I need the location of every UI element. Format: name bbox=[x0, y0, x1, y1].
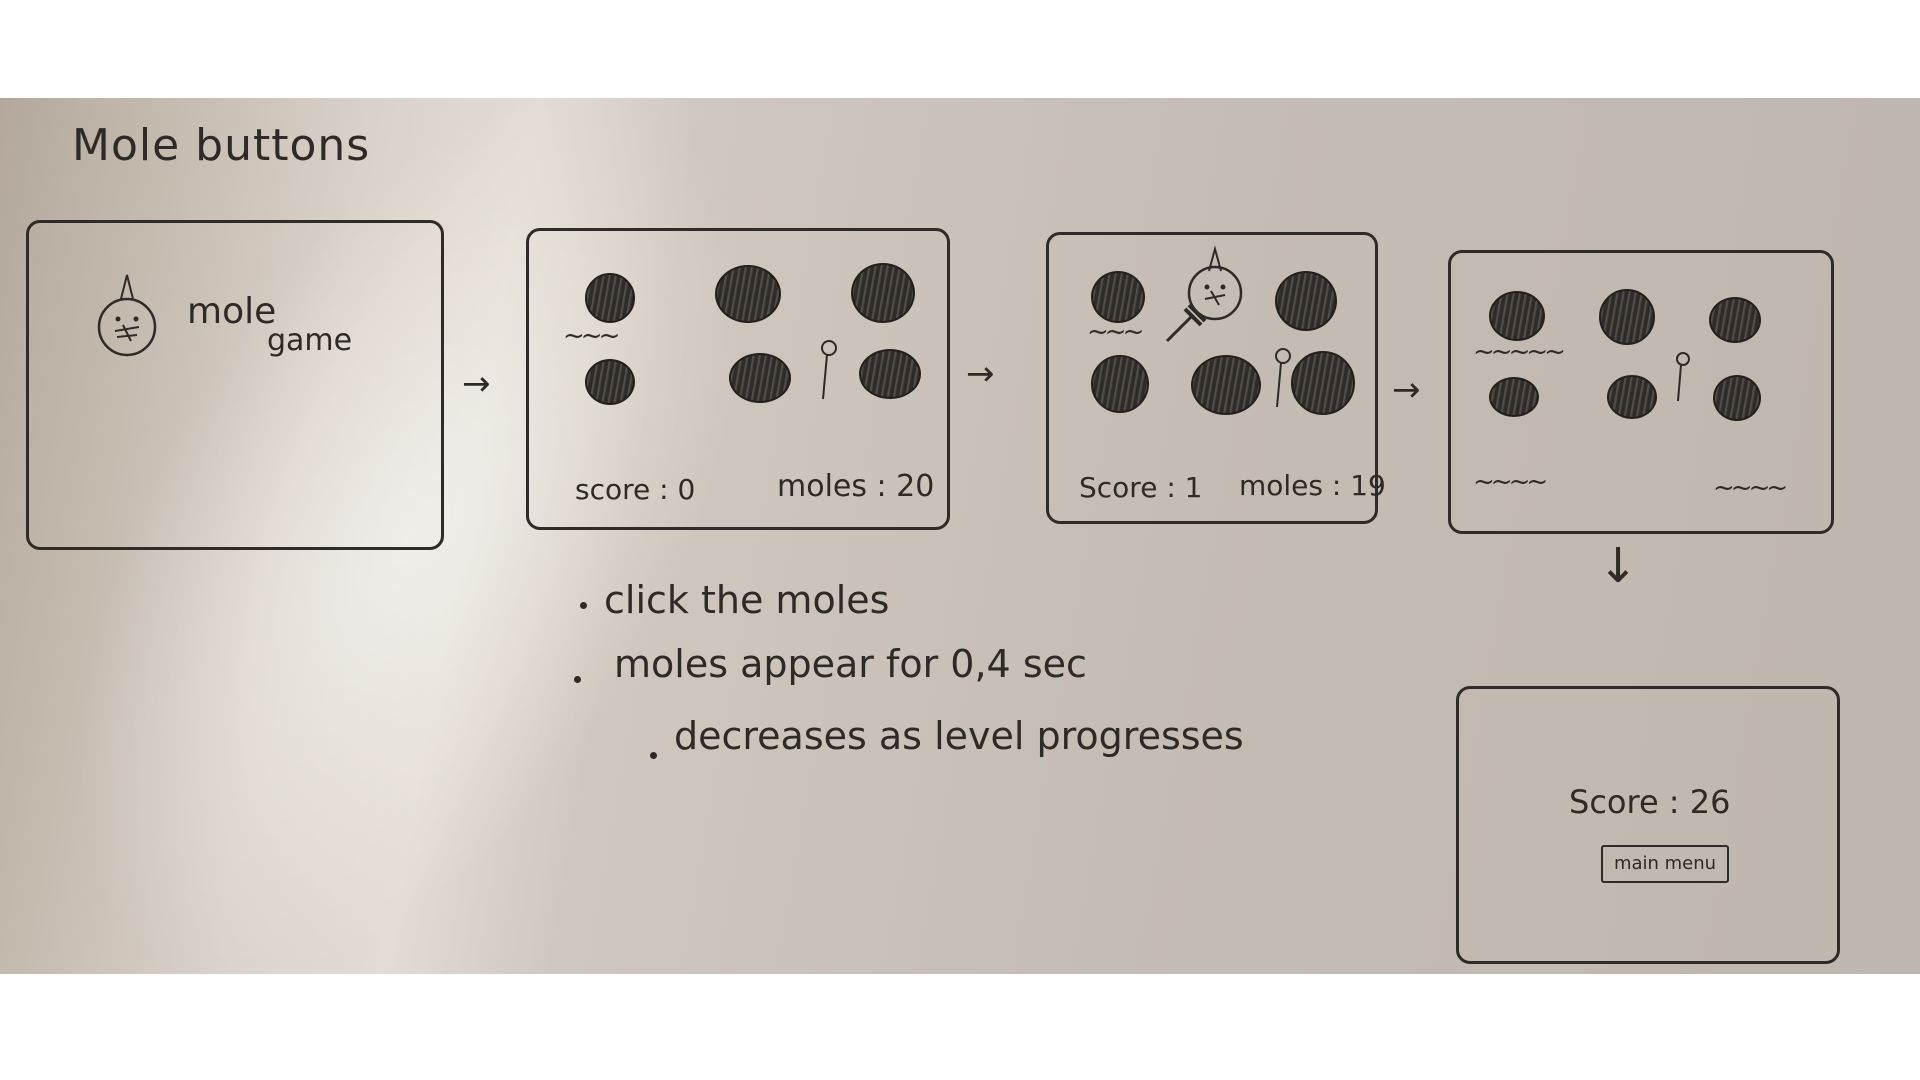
grass-squiggle: ~~~ bbox=[563, 321, 620, 351]
mole-hole bbox=[1489, 291, 1545, 341]
moles-remaining-label: moles : 19 bbox=[1239, 469, 1386, 502]
note-bullet bbox=[574, 676, 581, 683]
mole-hole bbox=[1091, 355, 1149, 413]
arrow-down: ↓ bbox=[1598, 538, 1639, 594]
note-click-moles: click the moles bbox=[604, 578, 890, 622]
grass-squiggle: ~~~~~ bbox=[1473, 337, 1566, 367]
title-word-mole: mole bbox=[187, 291, 277, 332]
grass-squiggle: ~~~~ bbox=[1713, 473, 1788, 503]
note-moles-appear: moles appear for 0,4 sec bbox=[614, 642, 1087, 686]
grass-squiggle: ~~~ bbox=[1087, 317, 1144, 347]
main-menu-button[interactable]: main menu bbox=[1601, 845, 1729, 883]
game-over-panel: Score : 26 main menu bbox=[1456, 686, 1840, 964]
mole-marker-icon bbox=[1275, 348, 1291, 408]
score-label: score : 0 bbox=[575, 473, 696, 506]
mole-hole bbox=[585, 273, 635, 323]
mole-marker-icon bbox=[821, 340, 837, 400]
moles-remaining-label: moles : 20 bbox=[777, 469, 935, 504]
mole-hole bbox=[1713, 375, 1761, 421]
arrow-right-3: → bbox=[1392, 370, 1421, 410]
mole-hole bbox=[1275, 271, 1337, 331]
mole-hole bbox=[1291, 351, 1355, 415]
hammer-cursor-icon bbox=[1165, 303, 1207, 343]
mole-hole bbox=[851, 263, 915, 323]
mole-hole bbox=[1191, 355, 1261, 415]
note-bullet bbox=[580, 602, 587, 609]
arrow-right-2: → bbox=[966, 354, 995, 394]
score-label: Score : 1 bbox=[1079, 471, 1203, 504]
grass-squiggle: ~~~~ bbox=[1473, 467, 1548, 497]
mole-hole bbox=[1709, 297, 1761, 343]
title-word-game: game bbox=[267, 323, 353, 358]
game-hit-panel: ~~~ Score : 1 moles : 19 bbox=[1046, 232, 1386, 524]
game-start-panel: ~~~ score : 0 moles : 20 bbox=[526, 228, 950, 530]
arrow-right-1: → bbox=[462, 364, 491, 404]
title-screen-panel: mole game bbox=[26, 220, 444, 550]
sketch-paper: Mole buttons mole game → ~~~ score : 0 m… bbox=[0, 98, 1920, 974]
mole-hole bbox=[729, 353, 791, 403]
mole-hole bbox=[1091, 271, 1145, 323]
mole-popped-icon bbox=[1187, 245, 1243, 321]
mole-hole bbox=[715, 265, 781, 323]
mole-marker-icon bbox=[1676, 352, 1690, 402]
mole-hole bbox=[585, 359, 635, 405]
note-decreases: decreases as level progresses bbox=[674, 714, 1244, 758]
mole-hole bbox=[1607, 375, 1657, 419]
final-score-label: Score : 26 bbox=[1569, 783, 1731, 821]
mole-hole bbox=[859, 349, 921, 399]
mole-logo-icon bbox=[97, 274, 157, 357]
mole-hole bbox=[1599, 289, 1655, 345]
game-ending-panel: ~~~~~ ~~~~ ~~~~ bbox=[1448, 250, 1834, 534]
sketch-title: Mole buttons bbox=[72, 120, 371, 171]
note-bullet bbox=[650, 752, 657, 759]
mole-hole bbox=[1489, 377, 1539, 417]
